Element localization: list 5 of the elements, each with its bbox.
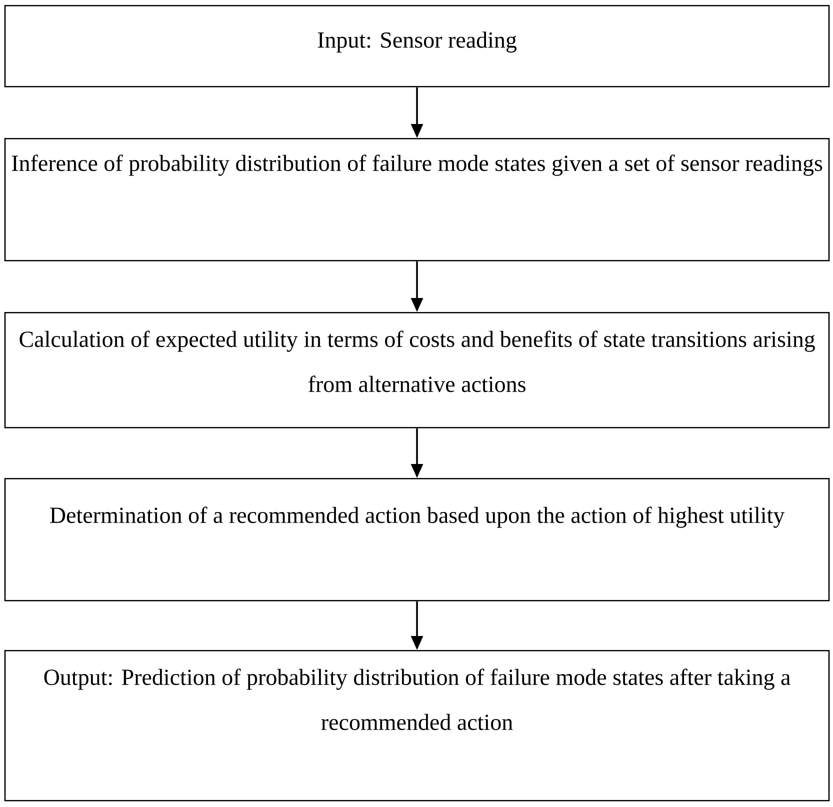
process-box: Calculation of expected utility in terms of costs and benefits of state transitions arising from alternative actions xyxy=(4,312,830,428)
process-box: Input: Sensor reading xyxy=(4,5,830,88)
process-box: Inference of probability distribution of failure mode states given a set of sensor readings xyxy=(4,138,830,262)
process-box: Output: Prediction of probability distribution of failure mode states after taking a recommended action xyxy=(4,650,830,802)
process-box: Determination of a recommended action based upon the action of highest utility xyxy=(4,478,830,602)
